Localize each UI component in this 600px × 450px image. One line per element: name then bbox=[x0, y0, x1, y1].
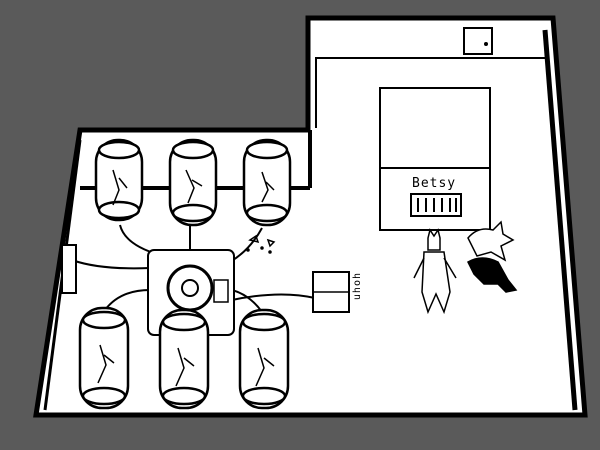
betsy-label: Betsy bbox=[412, 176, 457, 191]
tube-1[interactable] bbox=[94, 138, 144, 222]
tube-2[interactable] bbox=[168, 138, 218, 227]
right-wall-line bbox=[542, 29, 578, 411]
tube-6[interactable] bbox=[238, 308, 290, 410]
specimen-tubes bbox=[78, 138, 292, 410]
door[interactable] bbox=[463, 27, 493, 55]
tube-3[interactable] bbox=[242, 138, 292, 227]
console-dial-center bbox=[181, 279, 199, 297]
betsy-vent bbox=[410, 193, 462, 217]
tube-5[interactable] bbox=[158, 308, 210, 410]
console-keypad bbox=[213, 279, 229, 303]
wall-panel bbox=[61, 244, 77, 294]
back-wall-line bbox=[315, 57, 545, 128]
door-knob-icon bbox=[484, 42, 488, 46]
tube-4[interactable] bbox=[78, 306, 130, 410]
uhoh-note: uhoh bbox=[352, 272, 363, 301]
standing-character[interactable] bbox=[413, 228, 457, 315]
creature-character[interactable] bbox=[467, 220, 518, 293]
betsy-machine-top bbox=[379, 87, 491, 169]
shattered-glass bbox=[246, 234, 276, 254]
betsy-vent-bars bbox=[417, 198, 457, 212]
